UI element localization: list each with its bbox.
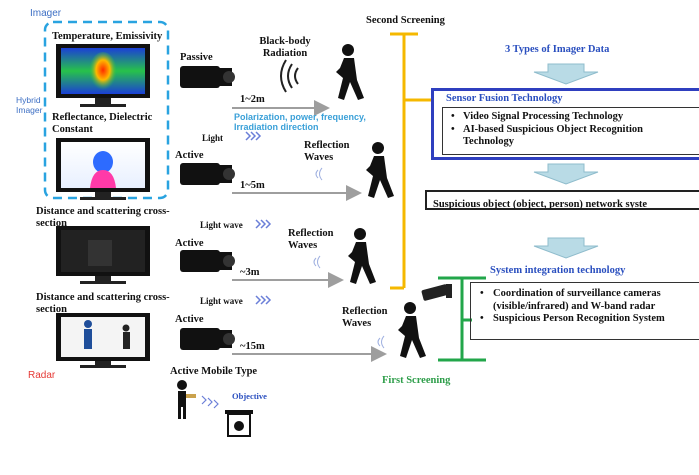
radar-monitor-icon bbox=[56, 226, 150, 284]
walking-person-icon-1 bbox=[336, 44, 364, 100]
row3-mode: Active bbox=[175, 238, 204, 249]
row4-mode: Active bbox=[175, 314, 204, 325]
sensor-fusion-box: Sensor Fusion Technology •Video Signal P… bbox=[431, 88, 699, 160]
second-screening-label: Second Screening bbox=[366, 15, 445, 26]
down-arrow-1 bbox=[533, 63, 599, 85]
imager-data-types-title: 3 Types of Imager Data bbox=[505, 44, 610, 55]
second-screening-bracket bbox=[390, 32, 432, 290]
walking-person-icon-4 bbox=[398, 302, 426, 358]
reflectance-monitor-icon bbox=[56, 138, 150, 200]
integration-box: •Coordination of surveillance cameras (v… bbox=[470, 282, 699, 340]
first-screening-label: First Screening bbox=[382, 375, 451, 386]
integration-item-2: •Suspicious Person Recognition System bbox=[480, 313, 665, 324]
row4-wave: Reflection Waves bbox=[342, 306, 388, 329]
light-wave-chevrons-2 bbox=[255, 219, 272, 229]
reflection-ripples bbox=[313, 167, 385, 349]
radar-people-monitor-icon bbox=[56, 313, 150, 368]
trash-bin-icon bbox=[225, 410, 253, 437]
row3-heading: Distance and scattering cross-section bbox=[36, 206, 170, 229]
row2-mode: Active bbox=[175, 150, 204, 161]
hybrid-imager-label: Hybrid Imager bbox=[16, 95, 43, 115]
sensor-fusion-list: •Video Signal Processing Technology •AI-… bbox=[442, 107, 699, 155]
row4-distance: ~15m bbox=[240, 341, 265, 352]
radiation-waves-icon bbox=[280, 59, 299, 93]
row4-heading: Distance and scattering cross-section bbox=[36, 292, 170, 315]
sensor-fusion-title: Sensor Fusion Technology bbox=[446, 93, 563, 104]
row3-light: Light wave bbox=[200, 220, 243, 230]
surveillance-camera-icon bbox=[421, 284, 452, 301]
radar-label: Radar bbox=[28, 370, 56, 381]
polarization-text: Polarization, power, frequency, Irradiat… bbox=[234, 112, 366, 132]
fusion-item-1: •Video Signal Processing Technology bbox=[451, 111, 624, 122]
row2-light: Light bbox=[202, 133, 224, 143]
row4-light: Light wave bbox=[200, 296, 243, 306]
row2-wave: Reflection Waves bbox=[304, 140, 350, 163]
row1-mode: Passive bbox=[180, 52, 213, 63]
objective-label: Objective bbox=[232, 391, 267, 401]
row1-distance: 1~2m bbox=[240, 94, 265, 105]
fusion-item-2: •AI-based Suspicious Object Recognition … bbox=[451, 123, 643, 148]
mobile-operator-icon bbox=[177, 380, 196, 419]
down-arrow-2 bbox=[533, 163, 599, 185]
camera-icon-4 bbox=[180, 328, 235, 350]
mobile-label: Active Mobile Type bbox=[170, 366, 258, 377]
light-wave-chevrons-3 bbox=[255, 295, 272, 305]
light-wave-chevrons-1 bbox=[245, 131, 262, 141]
camera-icon-1 bbox=[180, 66, 235, 88]
thermal-monitor-icon bbox=[56, 44, 150, 107]
row3-wave: Reflection Waves bbox=[288, 228, 334, 251]
walking-person-icon-2 bbox=[366, 142, 394, 198]
camera-icon-2 bbox=[180, 163, 235, 185]
row2-heading: Reflectance, Dielectric Constant bbox=[52, 112, 153, 135]
integration-title: System integration technology bbox=[490, 265, 626, 276]
network-system-box: Suspicious object (object, person) netwo… bbox=[425, 190, 699, 210]
imager-label: Imager bbox=[30, 8, 62, 19]
integration-item-1: •Coordination of surveillance cameras (v… bbox=[480, 288, 661, 312]
row2-distance: 1~5m bbox=[240, 180, 265, 191]
walking-person-icon-3 bbox=[348, 228, 376, 284]
row3-distance: ~3m bbox=[240, 267, 260, 278]
camera-icon-3 bbox=[180, 250, 235, 272]
row1-heading: Temperature, Emissivity bbox=[52, 31, 163, 42]
mobile-beam-chevrons bbox=[201, 395, 219, 409]
network-system-text: Suspicious object (object, person) netwo… bbox=[433, 199, 648, 210]
down-arrow-3 bbox=[533, 237, 599, 259]
row1-wave: Black-body Radiation bbox=[259, 36, 311, 59]
